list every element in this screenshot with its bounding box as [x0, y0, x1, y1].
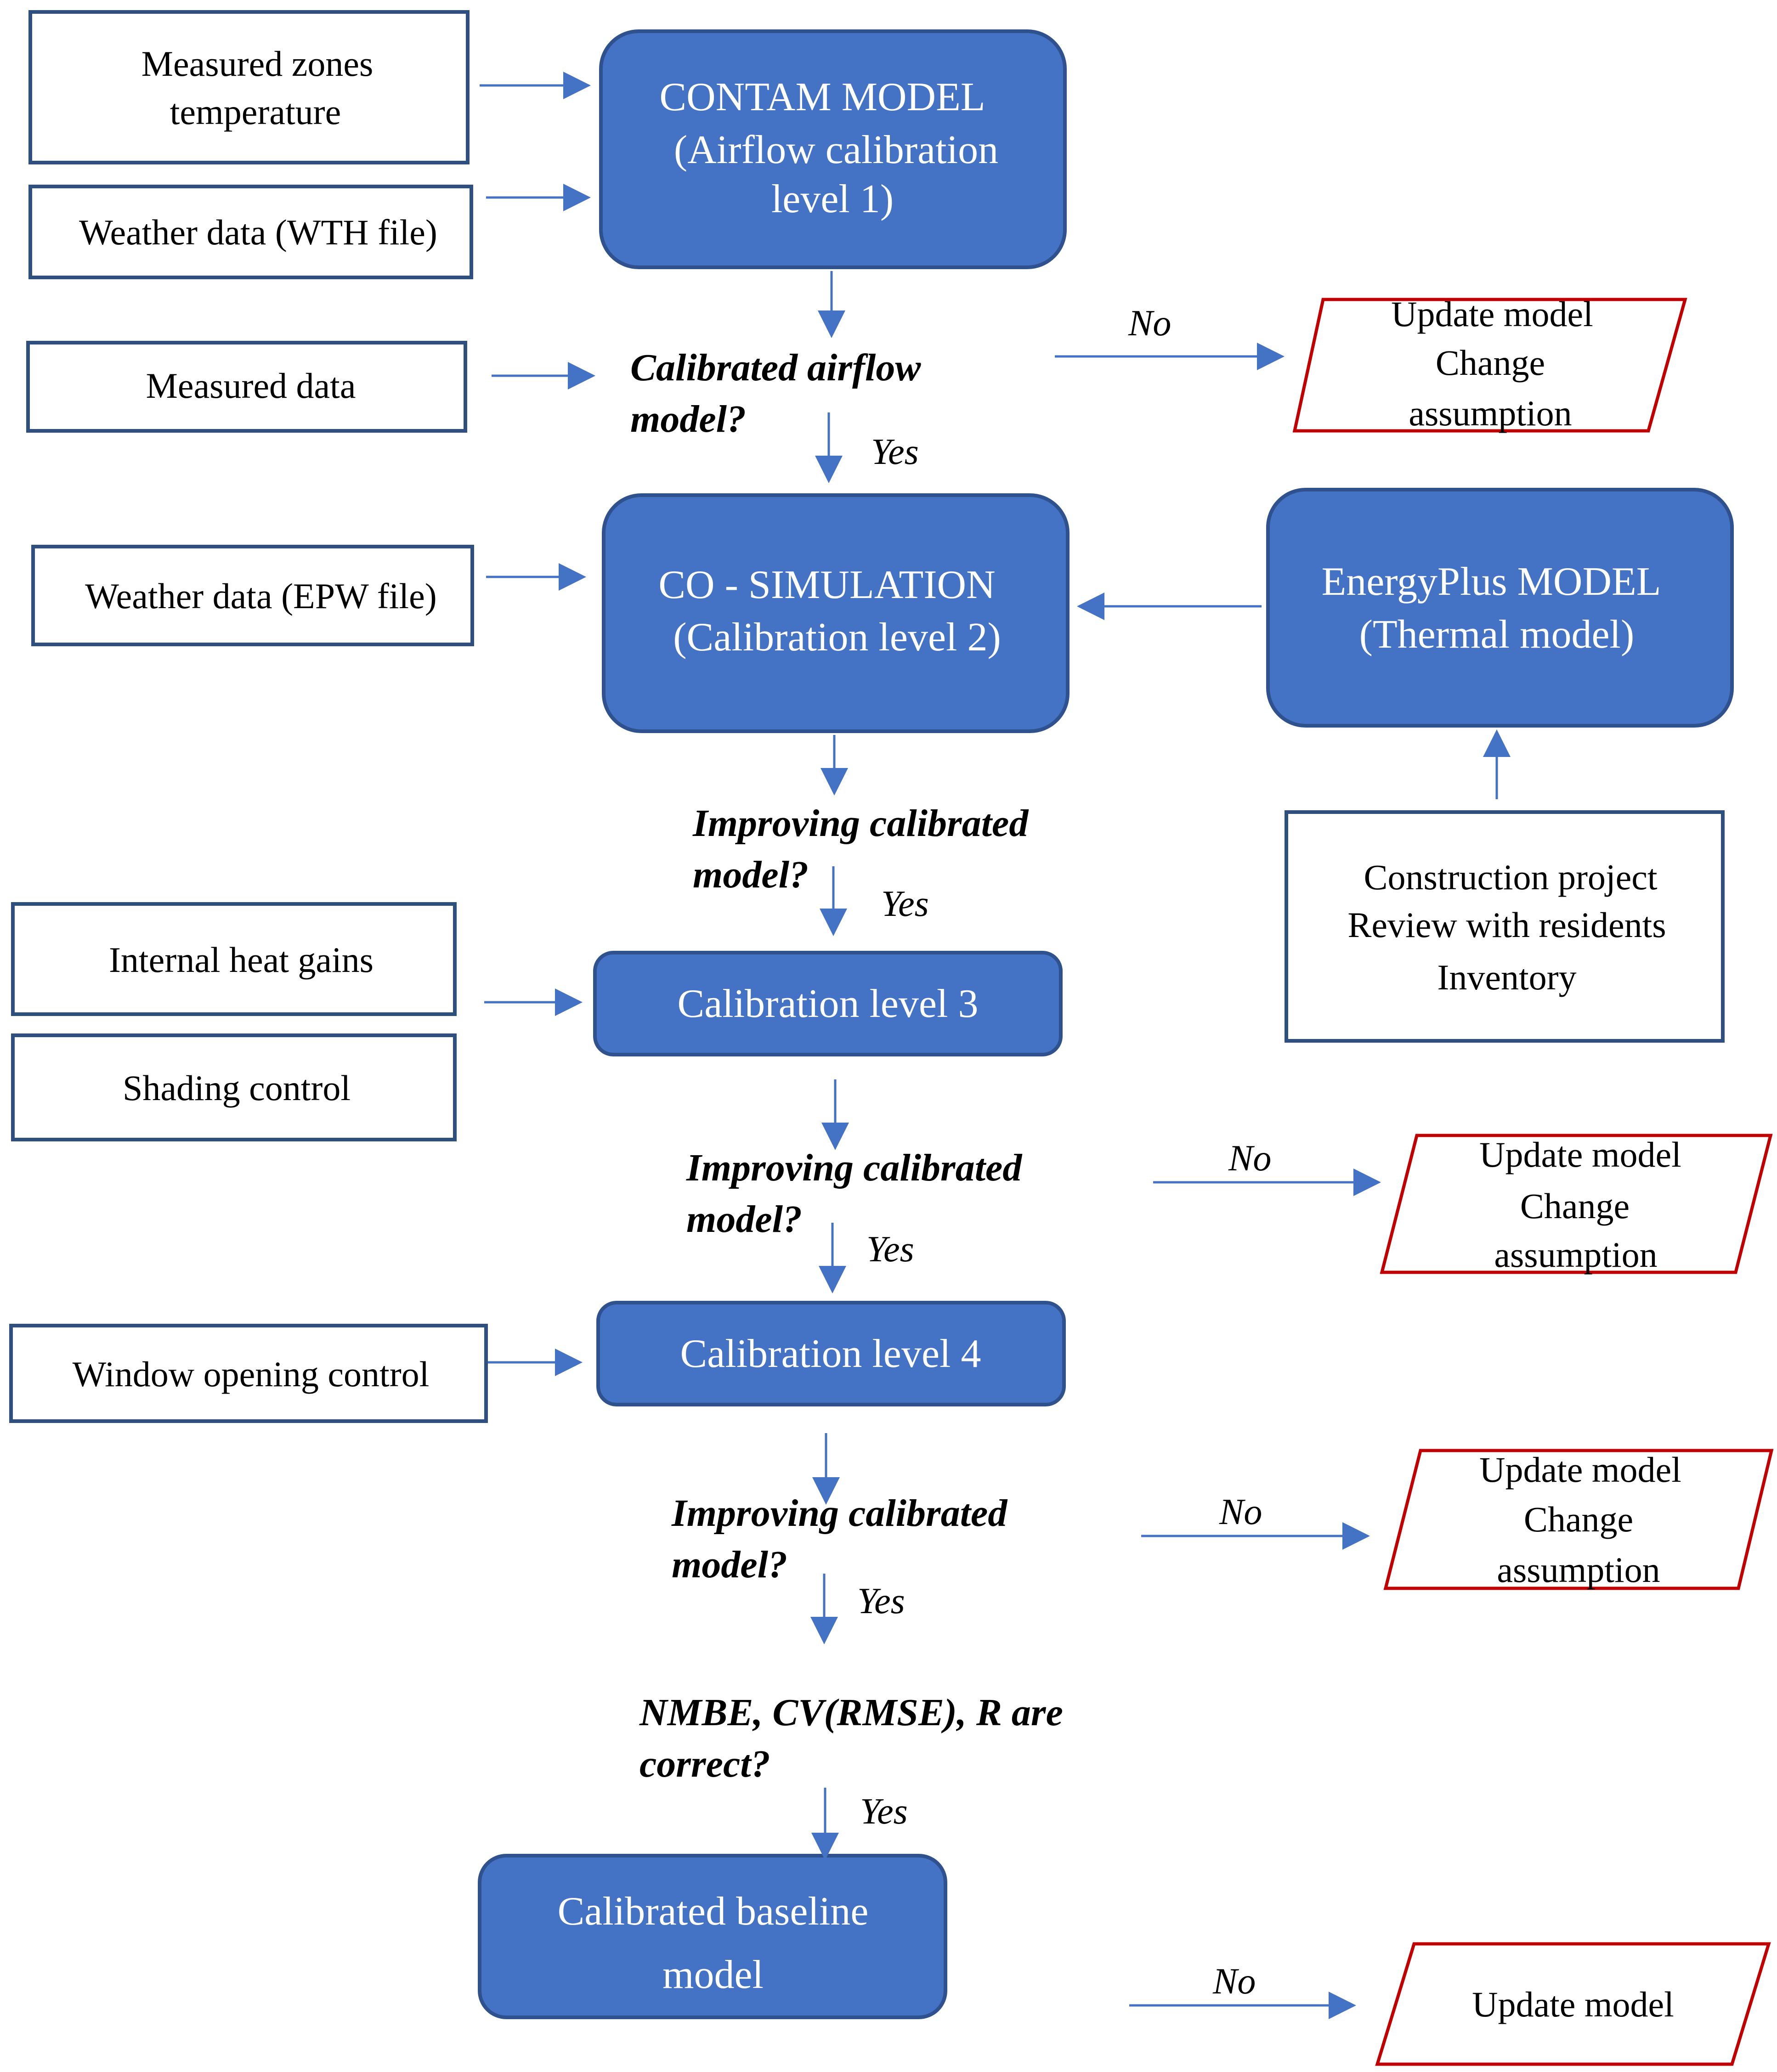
- update-model-1: Update model Change assumption: [1292, 294, 1687, 433]
- decision-label-line: NMBE, CV(RMSE), R are: [639, 1691, 1063, 1734]
- input-label-line: Inventory: [1437, 957, 1576, 997]
- input-label: Measured data: [146, 366, 356, 406]
- yes-label: Yes: [860, 1791, 908, 1832]
- decision-improving-1: Improving calibrated model?: [692, 802, 1029, 896]
- decision-label-line: Calibrated airflow: [630, 346, 921, 389]
- process-co-simulation: CO - SIMULATION (Calibration level 2): [602, 493, 1070, 733]
- decision-label-line: model?: [672, 1543, 787, 1586]
- update-label-line: Change: [1524, 1499, 1633, 1539]
- update-label-line: assumption: [1494, 1235, 1657, 1275]
- process-energyplus-model: EnergyPlus MODEL (Thermal model): [1266, 488, 1734, 728]
- update-label-line: assumption: [1409, 393, 1572, 433]
- input-label-line: Construction project: [1364, 857, 1657, 897]
- process-label-line: CONTAM MODEL: [659, 75, 985, 119]
- process-label: Calibration level 4: [680, 1332, 981, 1376]
- update-label-line: Update model: [1479, 1450, 1681, 1490]
- no-label: No: [1212, 1961, 1256, 2002]
- yes-label: Yes: [871, 432, 919, 472]
- yes-label: Yes: [881, 884, 929, 924]
- no-label: No: [1219, 1492, 1262, 1532]
- process-label-line: (Thermal model): [1359, 612, 1635, 657]
- input-label-line: temperature: [170, 92, 341, 132]
- update-label: Update model: [1472, 1984, 1674, 2024]
- arrows: [480, 72, 1511, 2019]
- process-calibration-level-4: Calibration level 4: [596, 1301, 1066, 1406]
- no-label: No: [1228, 1138, 1271, 1179]
- input-label: Window opening control: [73, 1354, 430, 1394]
- update-label-line: Change: [1436, 343, 1545, 383]
- update-model-4: Update model: [1375, 1942, 1771, 2066]
- process-label-line: level 1): [771, 177, 894, 221]
- decision-label-line: Improving calibrated: [686, 1146, 1023, 1189]
- decision-label-line: model?: [630, 398, 746, 440]
- input-measured-zones-temperature: Measured zones temperature: [28, 10, 470, 164]
- input-window-opening-control: Window opening control: [9, 1324, 488, 1423]
- input-label: Weather data (WTH file): [79, 212, 437, 252]
- yes-label: Yes: [857, 1581, 905, 1621]
- decision-label-line: model?: [686, 1198, 802, 1241]
- process-label-line: Calibrated baseline: [558, 1889, 869, 1934]
- input-shading-control: Shading control: [11, 1033, 457, 1141]
- input-label: Shading control: [123, 1068, 351, 1108]
- decision-label-line: correct?: [639, 1743, 770, 1785]
- decision-label-line: Improving calibrated: [671, 1492, 1008, 1535]
- process-label-line: EnergyPlus MODEL: [1321, 559, 1661, 604]
- update-label-line: Change: [1520, 1186, 1630, 1226]
- process-label-line: (Airflow calibration: [674, 128, 998, 172]
- process-calibrated-baseline-model: Calibrated baseline model: [478, 1854, 947, 2019]
- input-label: Weather data (EPW file): [85, 576, 436, 616]
- decision-improving-2: Improving calibrated model?: [686, 1146, 1023, 1241]
- input-weather-epw: Weather data (EPW file): [31, 545, 474, 646]
- process-label: Calibration level 3: [678, 982, 979, 1026]
- input-weather-wth: Weather data (WTH file): [28, 185, 473, 279]
- process-contam-model: CONTAM MODEL (Airflow calibration level …: [599, 29, 1067, 269]
- update-label-line: Update model: [1479, 1135, 1681, 1174]
- no-label: No: [1128, 303, 1171, 344]
- input-label-line: Measured zones: [141, 44, 374, 84]
- input-internal-heat-gains: Internal heat gains: [11, 902, 457, 1016]
- decision-label-line: Improving calibrated: [692, 802, 1029, 845]
- process-label-line: model: [662, 1953, 764, 1997]
- process-calibration-level-3: Calibration level 3: [593, 951, 1063, 1056]
- input-label-line: Review with residents: [1347, 905, 1666, 945]
- process-label-line: (Calibration level 2): [673, 615, 1001, 660]
- decision-improving-3: Improving calibrated model?: [671, 1492, 1008, 1586]
- yes-label: Yes: [866, 1229, 914, 1270]
- process-label-line: CO - SIMULATION: [658, 563, 995, 607]
- decision-statistics: NMBE, CV(RMSE), R are correct?: [639, 1691, 1063, 1785]
- input-label: Internal heat gains: [109, 940, 374, 980]
- update-model-3: Update model Change assumption: [1383, 1449, 1774, 1590]
- input-construction-project: Construction project Review with residen…: [1285, 810, 1725, 1043]
- update-model-2: Update model Change assumption: [1380, 1134, 1773, 1275]
- decision-label-line: model?: [693, 853, 809, 896]
- decision-calibrated-airflow: Calibrated airflow model?: [630, 346, 921, 440]
- update-label-line: Update model: [1391, 294, 1593, 334]
- update-label-line: assumption: [1497, 1550, 1660, 1590]
- input-measured-data: Measured data: [26, 341, 467, 433]
